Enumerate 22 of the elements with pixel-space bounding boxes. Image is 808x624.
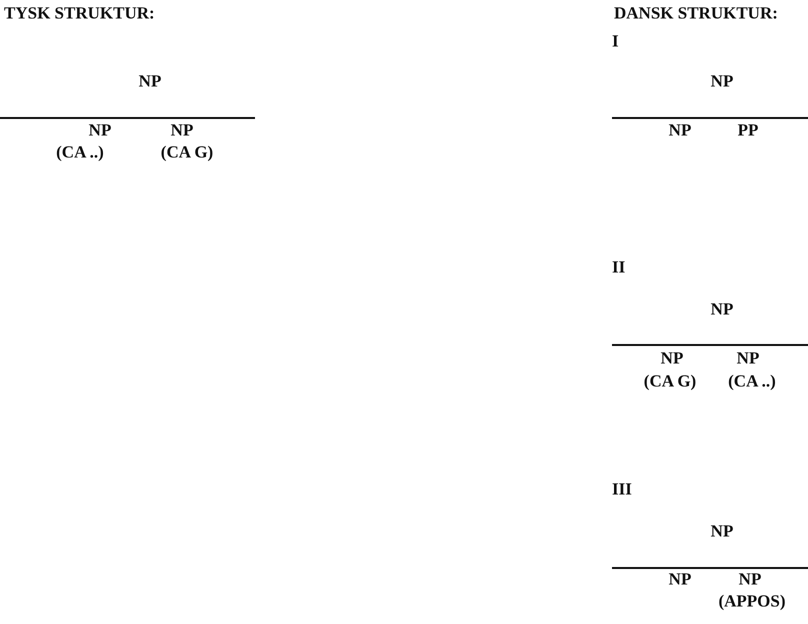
category-label: NP	[710, 72, 734, 92]
category-label: NP	[710, 522, 734, 542]
heading: DANSK STRUKTUR:	[614, 4, 778, 24]
roman-numeral: III	[612, 480, 632, 500]
category-label: NP	[738, 570, 762, 590]
feature-label: (APPOS)	[718, 592, 786, 612]
category-label: NP	[668, 570, 692, 590]
category-label: NP	[138, 72, 162, 92]
category-label: NP	[710, 300, 734, 320]
category-label: NP	[736, 350, 760, 368]
feature-label: (CA G)	[644, 372, 696, 392]
category-label: NP	[660, 350, 684, 368]
feature-label: (CA ..)	[56, 144, 104, 162]
roman-numeral: II	[612, 258, 626, 278]
category-label: NP	[88, 122, 112, 140]
roman-numeral: I	[612, 32, 619, 52]
feature-label: (CA ..)	[728, 372, 776, 392]
category-label: NP	[668, 122, 692, 140]
category-label: NP	[170, 122, 194, 140]
category-label: PP	[738, 122, 758, 140]
feature-label: (CA G)	[160, 144, 214, 162]
heading: TYSK STRUKTUR:	[4, 4, 155, 24]
